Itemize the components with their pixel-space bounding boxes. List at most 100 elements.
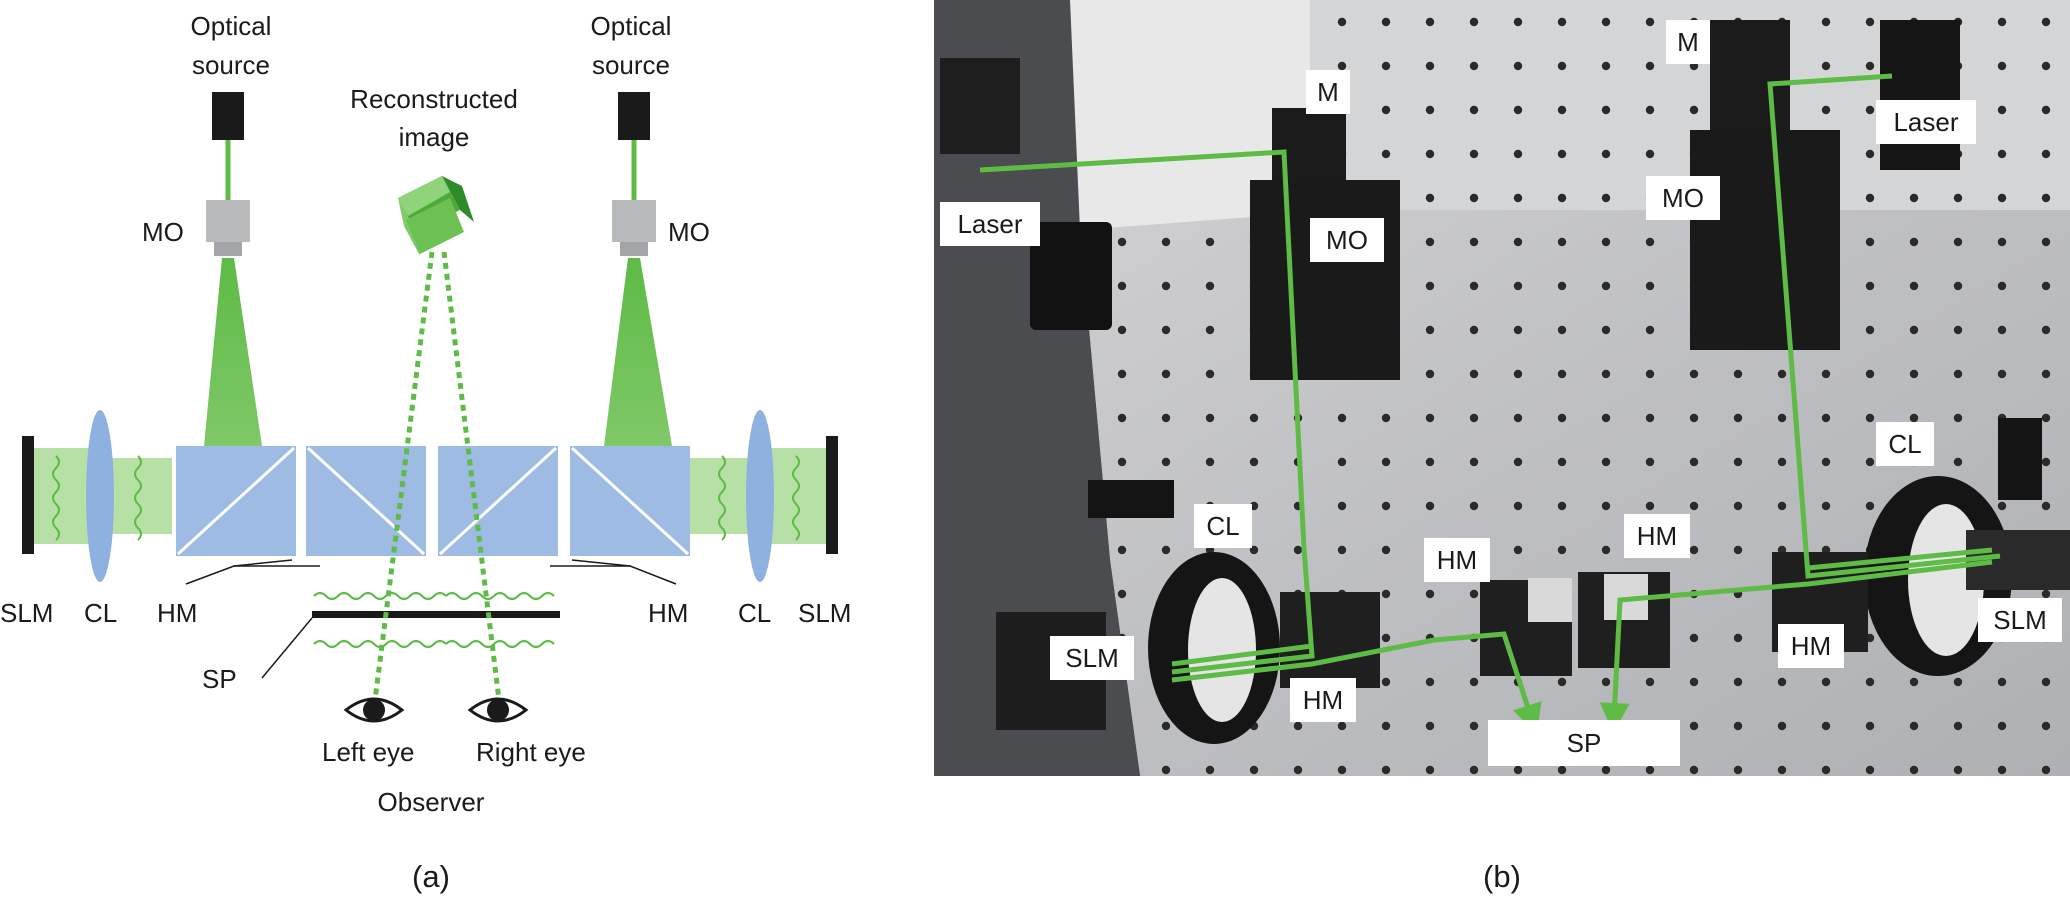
label-optical-source-left-2: source (192, 50, 270, 80)
label-mo-left-photo: MO (1326, 225, 1368, 255)
label-cl-right: CL (738, 598, 771, 628)
panel-a-schematic: Optical source Optical source Reconstruc… (0, 11, 851, 894)
label-m-left: M (1317, 77, 1339, 107)
label-hm-2: HM (1437, 545, 1477, 575)
label-m-right: M (1677, 27, 1699, 57)
label-mo-left: MO (142, 217, 184, 247)
sp-wave-tr (445, 591, 555, 601)
beam-path-left (979, 149, 1315, 675)
label-right-eye: Right eye (476, 737, 586, 767)
laser-left-mount (940, 58, 1020, 154)
beam-path-left-3 (1171, 631, 1542, 735)
mo-left-stage (1250, 180, 1400, 380)
label-laser-left: Laser (957, 209, 1022, 239)
label-hm-right: HM (648, 598, 688, 628)
beam-cone-left (204, 258, 262, 446)
label-bg-cl-right (1876, 422, 1934, 466)
beam-path-left-2 (1171, 643, 1313, 667)
beam-path-right-2 (1807, 547, 1993, 571)
hm-left-leader (185, 565, 320, 585)
label-hm-4: HM (1791, 631, 1831, 661)
label-slm-left-photo: SLM (1065, 643, 1118, 673)
label-bg-mo-right (1646, 176, 1720, 220)
panel-b-photo: Laser M MO CL SLM HM HM HM HM M Laser MO… (934, 0, 2070, 894)
wave-right-2 (792, 455, 800, 541)
beam-cone-right (604, 258, 672, 446)
label-sp: SP (202, 664, 237, 694)
label-mo-right: MO (668, 217, 710, 247)
hm-cube-1 (176, 446, 296, 556)
battery-box-left (1088, 480, 1174, 518)
label-bg-laser-left (940, 202, 1040, 246)
label-reconstructed-1: Reconstructed (350, 84, 518, 114)
wave-left-2 (134, 455, 142, 541)
cl-right-lens-inner (1908, 504, 1984, 656)
label-bg-hm-4 (1778, 624, 1844, 668)
right-eye-icon (467, 697, 529, 723)
label-mo-right-photo: MO (1662, 183, 1704, 213)
label-bg-mo-left (1310, 218, 1384, 262)
label-hm-left: HM (157, 598, 197, 628)
label-bg-hm-1 (1290, 678, 1356, 722)
wave-left-1 (52, 455, 60, 541)
label-slm-right: SLM (798, 598, 851, 628)
sp-screen (1488, 720, 1680, 766)
wave-right-1 (718, 455, 726, 541)
laser-right-body (1880, 20, 1960, 170)
hm-mount-1 (1280, 592, 1380, 688)
laser-left-body (1030, 222, 1112, 330)
label-cl-right-photo: CL (1888, 429, 1921, 459)
label-bg-m-left (1306, 70, 1350, 114)
cl-left-lens (86, 410, 114, 582)
mirror-right-mount (1710, 20, 1790, 130)
left-eye-icon (343, 697, 405, 723)
caption-a: (a) (412, 859, 450, 894)
photo-left-edge (934, 0, 1140, 776)
label-optical-source-right-1: Optical (591, 11, 672, 41)
hm-right-leader-2 (571, 559, 631, 567)
label-laser-right: Laser (1893, 107, 1958, 137)
beam-path-right-3 (1599, 559, 1993, 733)
slm-right-plate (826, 436, 838, 554)
sp-wave-tl (313, 591, 447, 601)
label-bg-m-right (1666, 20, 1710, 64)
hm-cube-photo-2 (1528, 578, 1572, 622)
label-sp-photo: SP (1567, 728, 1602, 758)
beam-path-right (1767, 73, 2001, 579)
label-bg-cl-left (1194, 504, 1252, 548)
sp-leader (261, 617, 313, 679)
mo-left-objective (206, 200, 250, 256)
hm-cube-3 (438, 446, 558, 556)
hm-right-leader (550, 565, 677, 585)
label-bg-hm-3 (1624, 514, 1690, 558)
caption-b: (b) (1483, 859, 1521, 894)
label-bg-slm-right (1978, 598, 2062, 642)
slm-left-plate (22, 436, 34, 554)
label-left-eye: Left eye (322, 737, 415, 767)
label-hm-1: HM (1303, 685, 1343, 715)
mo-right-objective (612, 200, 656, 256)
label-reconstructed-2: image (399, 122, 470, 152)
battery-box-right (1998, 418, 2042, 500)
optical-source-left (212, 92, 244, 140)
cl-right-lens (746, 410, 774, 582)
label-optical-source-right-2: source (592, 50, 670, 80)
reconstructed-image-cube (398, 176, 474, 256)
label-hm-3: HM (1637, 521, 1677, 551)
label-observer: Observer (378, 787, 485, 817)
optical-source-right (618, 92, 650, 140)
hm-cube-4 (570, 446, 690, 556)
label-cl-left-photo: CL (1206, 511, 1239, 541)
hm-left-leader-2 (233, 559, 293, 567)
sp-wave-br (445, 639, 555, 649)
hm-cube-2 (306, 446, 426, 556)
label-bg-laser-right (1876, 100, 1976, 144)
mo-right-stage (1690, 130, 1840, 350)
cl-left-lens-inner (1188, 578, 1256, 722)
label-slm-left: SLM (0, 598, 53, 628)
label-bg-slm-left (1050, 636, 1134, 680)
label-slm-right-photo: SLM (1993, 605, 2046, 635)
label-bg-hm-2 (1424, 538, 1490, 582)
label-optical-source-left-1: Optical (191, 11, 272, 41)
